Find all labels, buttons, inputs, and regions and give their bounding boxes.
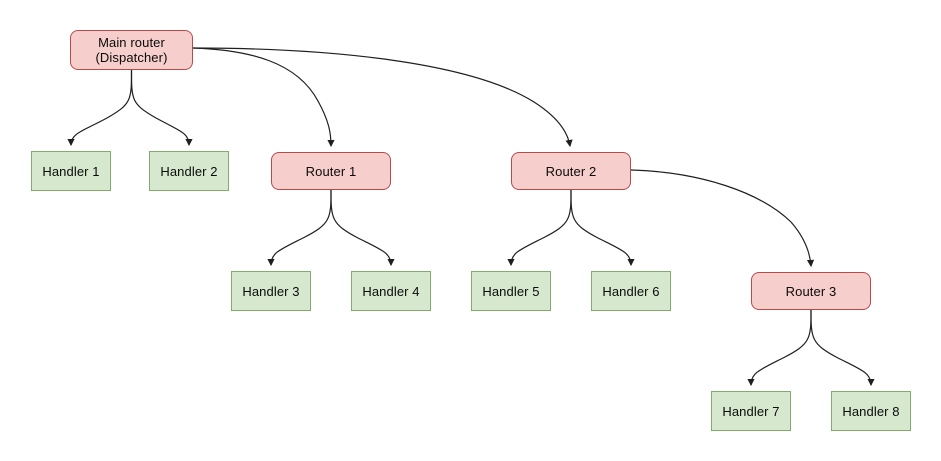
diagram-edge bbox=[267, 189, 332, 267]
diagram-edge bbox=[130, 69, 193, 147]
node-main-router[interactable]: Main router (Dispatcher) bbox=[70, 30, 193, 70]
node-handler-8[interactable]: Handler 8 bbox=[831, 391, 911, 431]
node-label-router-2: Router 2 bbox=[545, 163, 597, 179]
node-label-handler-8: Handler 8 bbox=[842, 403, 900, 419]
diagram-edge bbox=[330, 189, 395, 267]
diagram-edge bbox=[507, 189, 572, 267]
node-label-handler-2: Handler 2 bbox=[160, 163, 218, 179]
node-label-handler-1: Handler 1 bbox=[42, 163, 100, 179]
node-label-router-3: Router 3 bbox=[785, 283, 837, 299]
node-handler-4[interactable]: Handler 4 bbox=[351, 271, 431, 311]
node-label-handler-4: Handler 4 bbox=[362, 283, 420, 299]
diagram-edge bbox=[810, 309, 875, 387]
node-handler-3[interactable]: Handler 3 bbox=[231, 271, 311, 311]
node-label-handler-5: Handler 5 bbox=[482, 283, 540, 299]
node-router-2[interactable]: Router 2 bbox=[511, 152, 631, 190]
node-label-main-router: Main router (Dispatcher) bbox=[95, 35, 168, 65]
node-label-router-1: Router 1 bbox=[305, 163, 357, 179]
node-handler-6[interactable]: Handler 6 bbox=[591, 271, 671, 311]
diagram-edge bbox=[630, 169, 815, 268]
diagram-edge bbox=[192, 47, 573, 148]
diagram-edge bbox=[192, 47, 335, 148]
node-router-3[interactable]: Router 3 bbox=[751, 272, 871, 310]
diagram-edge bbox=[747, 309, 812, 387]
diagram-edges bbox=[67, 47, 875, 387]
node-handler-1[interactable]: Handler 1 bbox=[31, 151, 111, 191]
node-handler-2[interactable]: Handler 2 bbox=[149, 151, 229, 191]
node-label-handler-3: Handler 3 bbox=[242, 283, 300, 299]
node-handler-7[interactable]: Handler 7 bbox=[711, 391, 791, 431]
diagram-edge bbox=[67, 69, 133, 147]
node-handler-5[interactable]: Handler 5 bbox=[471, 271, 551, 311]
node-router-1[interactable]: Router 1 bbox=[271, 152, 391, 190]
node-label-handler-6: Handler 6 bbox=[602, 283, 660, 299]
node-label-handler-7: Handler 7 bbox=[722, 403, 780, 419]
diagram-edge bbox=[570, 189, 635, 267]
